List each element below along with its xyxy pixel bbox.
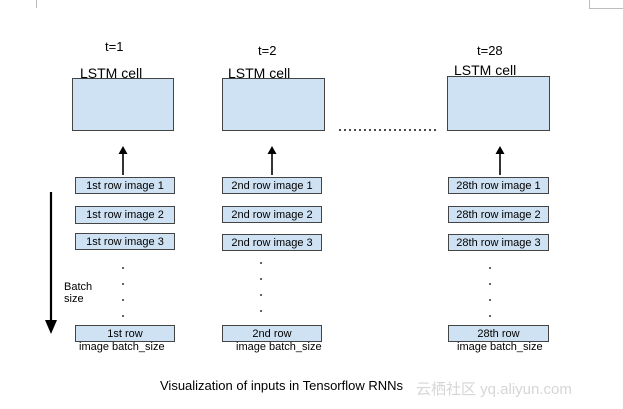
lstm-cell-1: [72, 78, 174, 131]
up-arrow-2: [267, 146, 277, 175]
lstm-cell-label-2: LSTM cell: [228, 65, 291, 81]
ellipsis-dot: [489, 299, 491, 301]
input-box-2-1: 2nd row image 1: [222, 177, 322, 194]
ellipsis-dot: [260, 262, 262, 264]
corner-mark-left: [36, 0, 37, 8]
ellipsis-dot: [122, 299, 124, 301]
input-box-2-2: 2nd row image 2: [222, 206, 322, 223]
input-box-3-3: 28th row image 3: [448, 234, 549, 251]
ellipsis-dot: [122, 283, 124, 285]
ellipsis-dot: [260, 310, 262, 312]
input-box-1-2: 1st row image 2: [75, 206, 175, 224]
watermark: 云栖社区 yq.aliyun.com: [416, 381, 572, 398]
input-box-1-3: 1st row image 3: [75, 233, 175, 250]
lstm-cell-3: [447, 76, 550, 131]
corner-mark-right-h: [589, 8, 623, 9]
ellipsis-dot: [489, 267, 491, 269]
batch-size-arrow: [45, 192, 57, 334]
time-label-3: t=28: [477, 43, 503, 58]
corner-mark-right: [589, 0, 590, 8]
time-label-1: t=1: [105, 39, 124, 54]
input-box-3-2: 28th row image 2: [448, 206, 549, 223]
horizontal-ellipsis: [339, 129, 439, 133]
ellipsis-dot: [489, 315, 491, 317]
input-box-1-last: 1st row: [75, 325, 175, 342]
ellipsis-dot: [489, 283, 491, 285]
input-box-2-last: 2nd row: [222, 325, 322, 342]
input-box-2-last-caption: image batch_size: [236, 341, 322, 353]
figure-caption: Visualization of inputs in Tensorflow RN…: [160, 378, 404, 393]
input-box-1-last-caption: image batch_size: [79, 341, 165, 353]
ellipsis-dot: [260, 278, 262, 280]
lstm-cell-label-3: LSTM cell: [454, 62, 517, 78]
up-arrow-3: [495, 146, 505, 175]
input-box-3-1: 28th row image 1: [448, 177, 549, 194]
input-box-1-1: 1st row image 1: [75, 177, 175, 194]
ellipsis-dot: [260, 294, 262, 296]
ellipsis-dot: [122, 315, 124, 317]
lstm-cell-label-1: LSTM cell: [80, 65, 143, 81]
input-box-2-3: 2nd row image 3: [222, 234, 322, 251]
lstm-cell-2: [222, 78, 325, 131]
input-box-3-last-caption: image batch_size: [457, 341, 543, 353]
batch-label-line1: Batch: [64, 281, 93, 293]
time-label-2: t=2: [258, 43, 277, 58]
batch-label-line2: size: [64, 293, 84, 305]
input-box-3-last: 28th row: [448, 325, 549, 342]
up-arrow-1: [118, 146, 128, 175]
ellipsis-dot: [122, 267, 124, 269]
